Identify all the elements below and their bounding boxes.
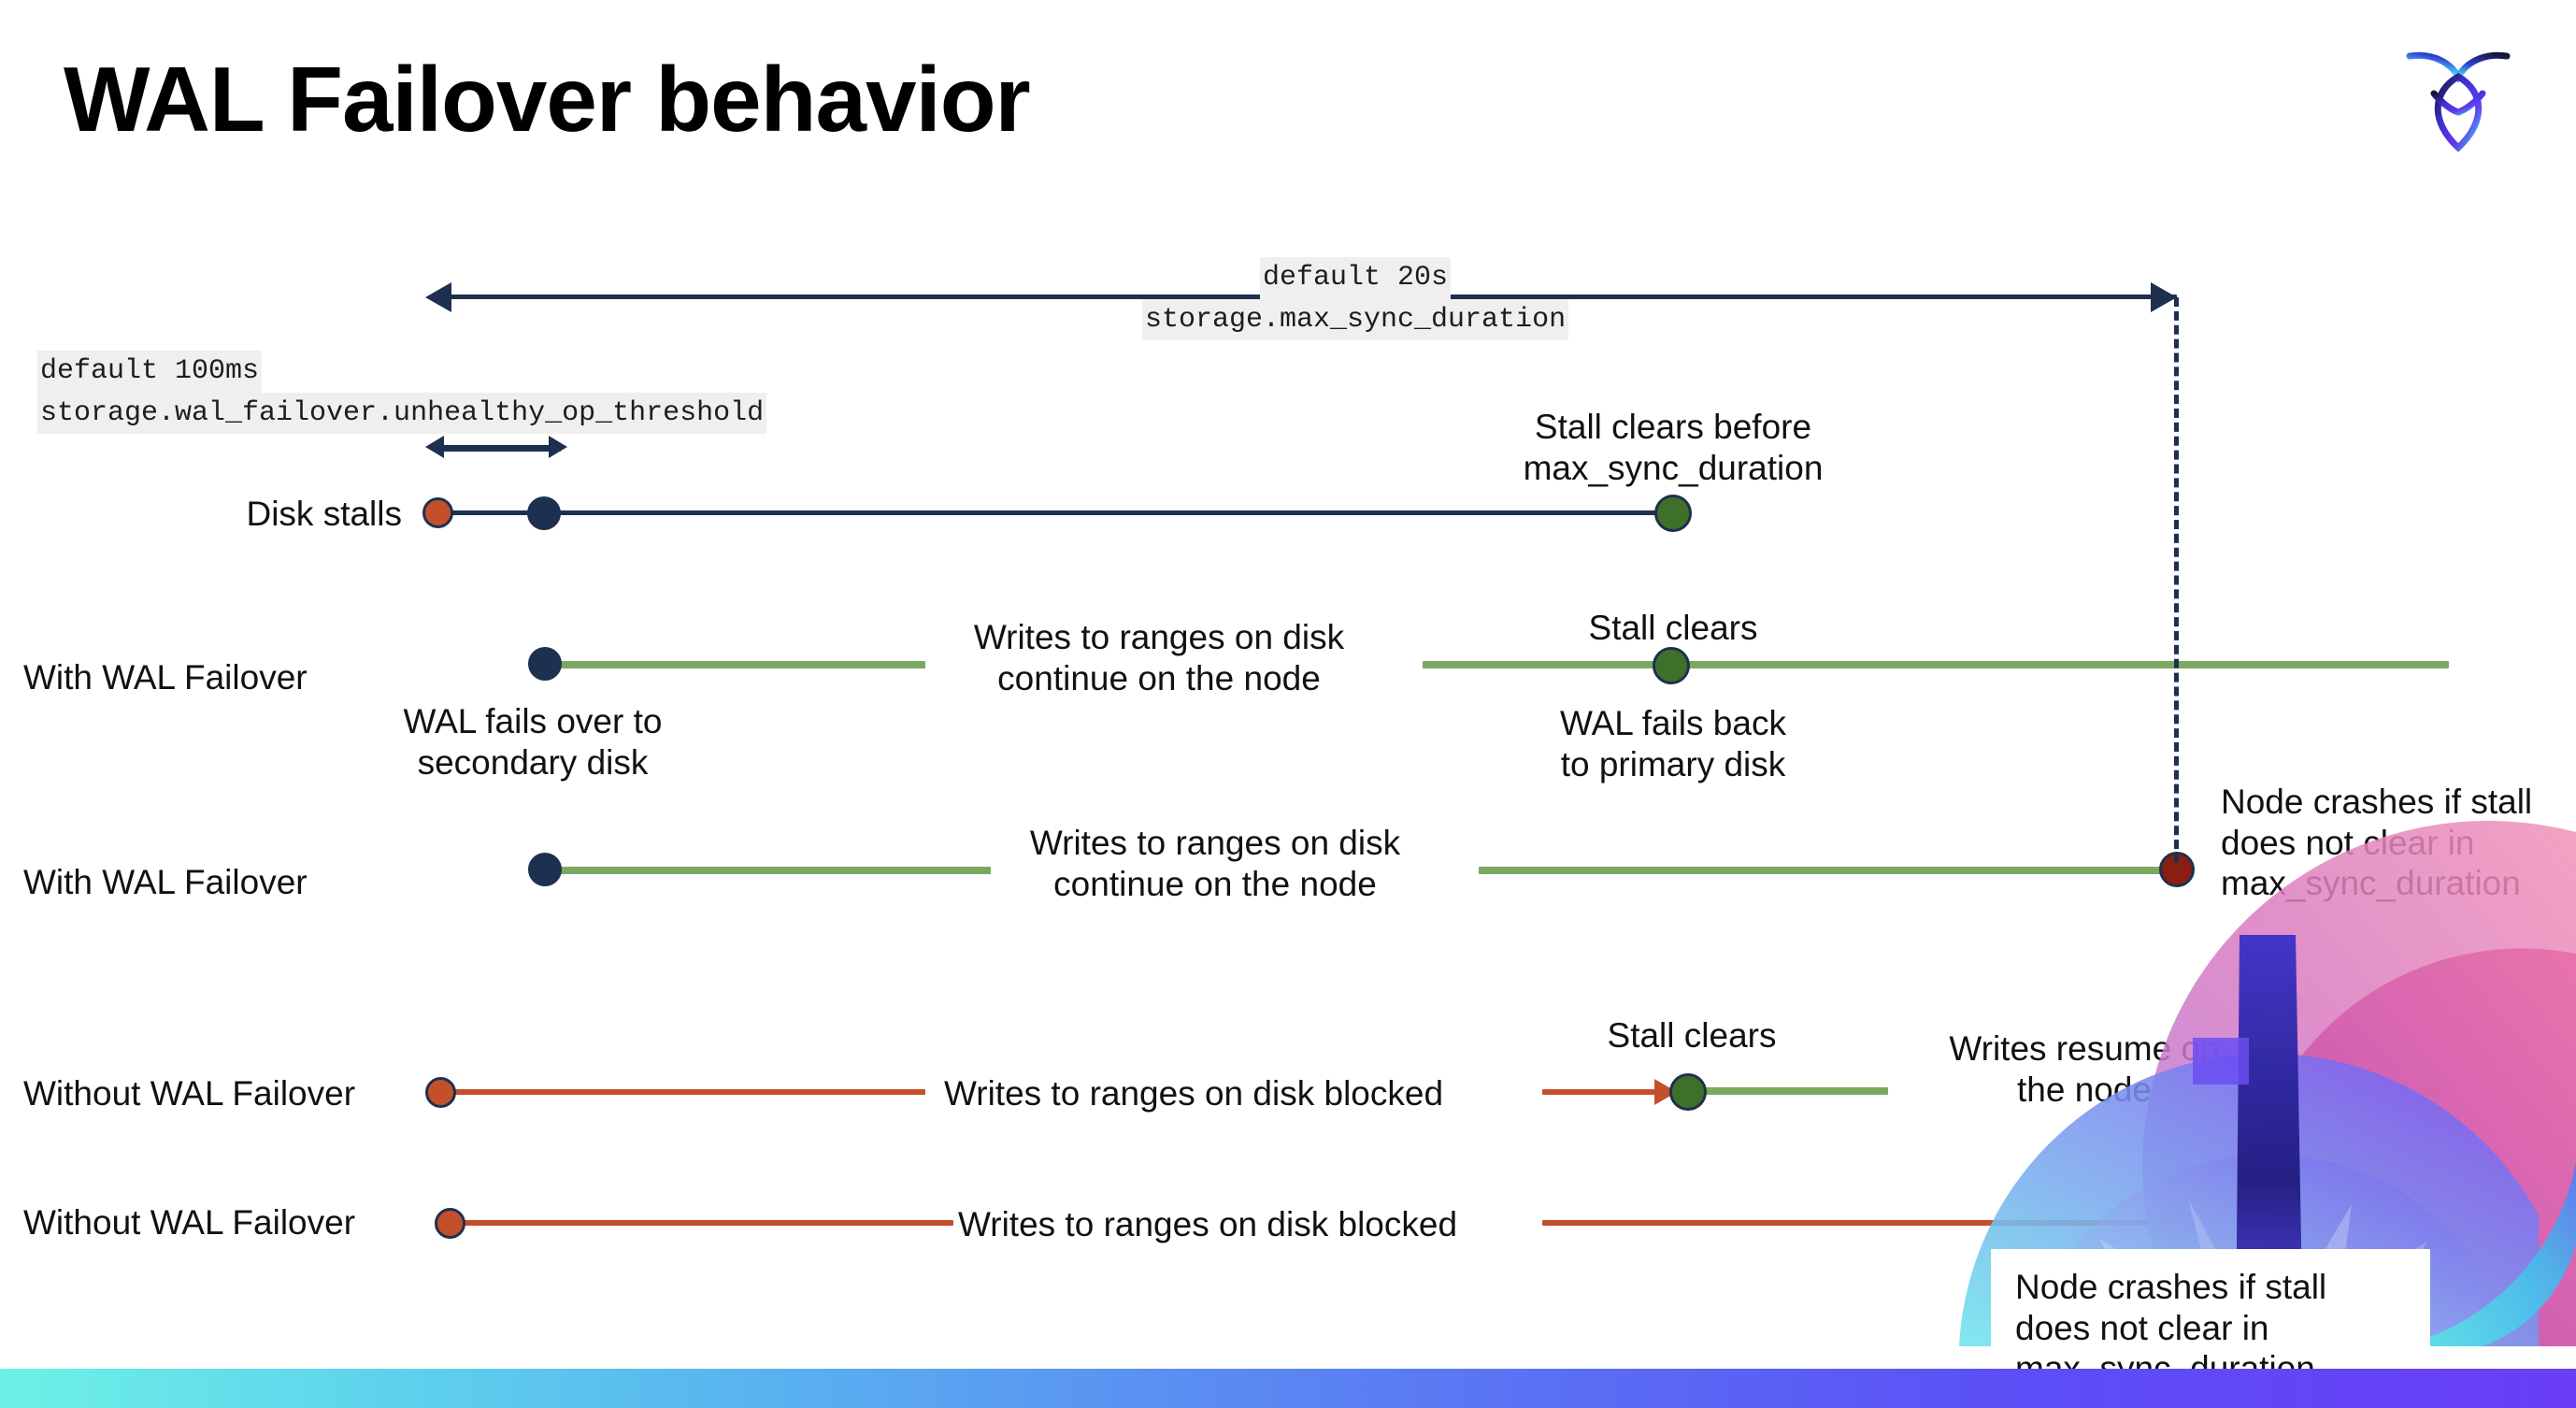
max-sync-duration-callout: default 20s storage.max_sync_duration xyxy=(1142,257,1569,341)
annotation-wal-fails-back: WAL fails back to primary disk xyxy=(1486,703,1860,784)
annotation-stall-clears-2: Stall clears xyxy=(1607,1016,1777,1055)
row-label-with-wal-failover-1: With WAL Failover xyxy=(23,658,308,697)
with-wal-1-clear-dot xyxy=(1653,647,1690,684)
threshold-span-arrow-left xyxy=(425,436,444,458)
annotation-stall-clears-before: Stall clears before max_sync_duration xyxy=(1477,407,1869,488)
with-wal-1-seg-a xyxy=(542,661,925,668)
unhealthy-default-value: default 100ms xyxy=(37,351,263,393)
without-wal-2-blocked-seg-a xyxy=(458,1220,953,1226)
page-title: WAL Failover behavior xyxy=(64,48,1031,151)
max-sync-span-arrow-right xyxy=(2151,282,2177,312)
annotation-node-crashes-1: Node crashes if stall does not clear in … xyxy=(2221,782,2576,904)
without-wal-2-blocked-seg-b xyxy=(1542,1220,2159,1226)
without-wal-1-blocked-seg-a xyxy=(449,1089,925,1095)
unhealthy-op-threshold-callout: default 100ms storage.wal_failover.unhea… xyxy=(37,351,767,435)
annotation-writes-resume: Writes resume on the node xyxy=(1907,1028,2262,1110)
row-label-without-wal-failover-1: Without WAL Failover xyxy=(23,1074,356,1113)
without-wal-1-clear-dot xyxy=(1669,1073,1707,1111)
annotation-line-2: the node xyxy=(2016,1070,2153,1109)
annotation-line-2: secondary disk xyxy=(417,742,649,782)
annotation-line-1: Node crashes if stall xyxy=(2221,783,2533,821)
annotation-stall-clears-1: Stall clears xyxy=(1588,609,1758,647)
annotation-line-2: continue on the node xyxy=(997,658,1321,697)
row-label-with-wal-failover-2: With WAL Failover xyxy=(23,863,308,901)
unhealthy-setting-name: storage.wal_failover.unhealthy_op_thresh… xyxy=(37,392,767,435)
annotation-line-1: WAL fails back xyxy=(1560,704,1786,742)
row-label-disk-stalls: Disk stalls xyxy=(246,495,402,533)
bottom-gradient-bar xyxy=(0,1369,2576,1408)
without-wal-1-resume-seg-b xyxy=(2281,1087,2444,1095)
annotation-wal-fails-over: WAL fails over to secondary disk xyxy=(308,701,757,783)
with-wal-2-seg-b xyxy=(1479,867,2175,874)
annotation-line-2: does not clear in xyxy=(2015,1308,2269,1347)
disk-stall-failover-dot xyxy=(527,496,561,530)
without-wal-1-blocked-seg-b xyxy=(1542,1089,1659,1095)
cockroachdb-logo-icon xyxy=(2402,36,2514,157)
row-label-without-wal-failover-2: Without WAL Failover xyxy=(23,1203,356,1242)
max-sync-span-arrow-left xyxy=(425,282,451,312)
annotation-line-2: max_sync_duration xyxy=(1523,448,1824,487)
max-sync-setting-name: storage.max_sync_duration xyxy=(1142,298,1569,341)
without-wal-2-crash-dot xyxy=(2159,1206,2195,1242)
annotation-line-1: WAL fails over to xyxy=(403,702,663,740)
without-wal-1-resume-seg-a xyxy=(1692,1087,1888,1095)
without-wal-2-stall-dot xyxy=(435,1208,465,1239)
disk-stalls-line xyxy=(439,510,1673,515)
without-wal-1-stall-dot xyxy=(425,1077,456,1108)
annotation-line-1: Writes to ranges on disk xyxy=(1029,824,1401,862)
with-wal-2-failover-dot xyxy=(528,853,562,886)
annotation-line-1: Node crashes if stall xyxy=(2015,1268,2327,1306)
with-wal-2-seg-a xyxy=(542,867,991,874)
with-wal-1-failover-dot xyxy=(528,647,562,681)
annotation-line-2: does not clear in xyxy=(2221,823,2475,862)
threshold-span-arrow-right xyxy=(549,436,567,458)
annotation-line-1: Stall clears before xyxy=(1534,408,1812,446)
with-wal-1-seg-b xyxy=(1423,661,2449,668)
annotation-line-3: max_sync_duration xyxy=(2221,864,2521,903)
annotation-line-2: continue on the node xyxy=(1053,864,1377,903)
annotation-line-1: Writes resume on xyxy=(1949,1029,2220,1068)
max-sync-default-value: default 20s xyxy=(1260,257,1452,299)
annotation-line-1: Writes to ranges on disk xyxy=(973,618,1345,656)
max-sync-duration-connector xyxy=(2174,297,2179,863)
annotation-writes-blocked-1: Writes to ranges on disk blocked xyxy=(944,1074,1444,1113)
annotation-line-2: to primary disk xyxy=(1560,744,1786,783)
annotation-writes-continue-2: Writes to ranges on disk continue on the… xyxy=(991,823,1439,904)
disk-stall-start-dot xyxy=(422,497,453,528)
threshold-span-line xyxy=(441,445,561,452)
annotation-writes-continue-1: Writes to ranges on disk continue on the… xyxy=(935,617,1383,698)
annotation-writes-blocked-2: Writes to ranges on disk blocked xyxy=(958,1205,1458,1243)
disk-stall-clear-dot xyxy=(1654,495,1692,532)
